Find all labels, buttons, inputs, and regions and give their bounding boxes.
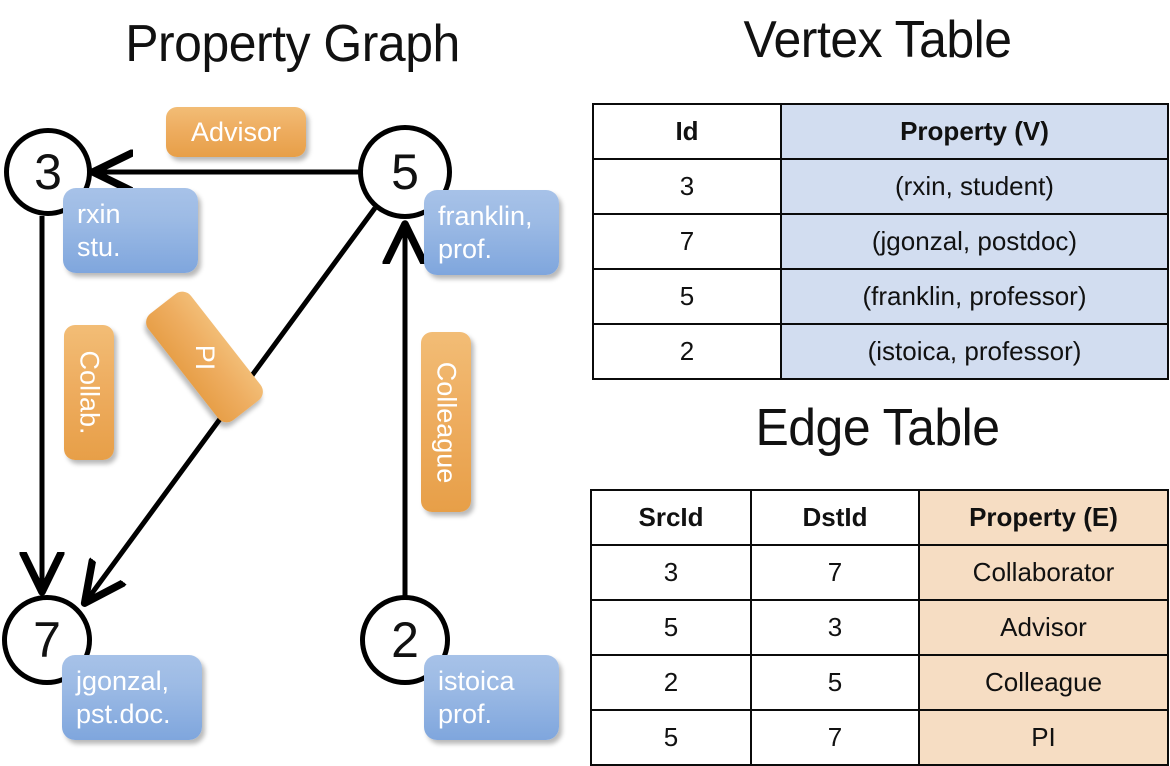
node-property-line-1: rxin	[77, 199, 121, 229]
node-property-line-2: stu.	[77, 231, 121, 262]
node-property-line-2: pst.doc.	[76, 698, 171, 729]
table-row: 2 5 Colleague	[590, 654, 1169, 711]
vertex-id-cell: 7	[592, 213, 782, 270]
edge-src-cell: 5	[590, 709, 752, 766]
edge-table-header-property: Property (E)	[918, 489, 1169, 546]
edge-property-cell: Advisor	[918, 599, 1169, 656]
vertex-table: Id Property (V) 3 (rxin, student) 7 (jgo…	[592, 103, 1169, 380]
graph-node-3-label: 3	[34, 144, 62, 200]
edge-src-cell: 2	[590, 654, 752, 711]
table-row: 3 7 Collaborator	[590, 544, 1169, 601]
vertex-id-cell: 5	[592, 268, 782, 325]
edge-property-cell: PI	[918, 709, 1169, 766]
edge-dst-cell: 3	[750, 599, 920, 656]
graph-node-7-label: 7	[33, 612, 61, 668]
graph-node-7[interactable]: 7	[2, 595, 92, 685]
edge-table-header-dstid: DstId	[750, 489, 920, 546]
graph-node-3[interactable]: 3	[4, 128, 92, 216]
node-property-line-1: istoica	[438, 666, 515, 696]
vertex-id-cell: 2	[592, 323, 782, 380]
graph-node-5[interactable]: 5	[358, 125, 452, 219]
node-property-box-7: jgonzal, pst.doc.	[62, 655, 202, 740]
edge-label-advisor: Advisor	[166, 107, 306, 157]
node-property-box-2: istoica prof.	[424, 655, 559, 740]
edge-label-advisor-text: Advisor	[190, 116, 282, 147]
edge-property-cell: Collaborator	[918, 544, 1169, 601]
node-property-box-3: rxin stu.	[63, 188, 198, 273]
table-row: 5 7 PI	[590, 709, 1169, 766]
edge-label-colleague-text: Colleague	[431, 361, 462, 483]
node-property-line-2: prof.	[438, 233, 493, 264]
vertex-id-cell: 3	[592, 158, 782, 215]
table-row: 5 (franklin, professor)	[592, 268, 1169, 325]
edge-dst-cell: 7	[750, 709, 920, 766]
edge-src-cell: 5	[590, 599, 752, 656]
node-property-line-1: jgonzal,	[76, 666, 170, 696]
edge-table-header-row: SrcId DstId Property (E)	[590, 489, 1169, 546]
table-row: 7 (jgonzal, postdoc)	[592, 213, 1169, 270]
edge-src-cell: 3	[590, 544, 752, 601]
edge-label-pi-text: PI	[189, 344, 220, 370]
graph-node-2-label: 2	[391, 612, 419, 668]
table-row: 5 3 Advisor	[590, 599, 1169, 656]
edge-label-colleague: Colleague	[421, 332, 471, 512]
vertex-table-header-row: Id Property (V)	[592, 103, 1169, 160]
edge-label-collab: Collab.	[64, 325, 114, 460]
edge-dst-cell: 5	[750, 654, 920, 711]
table-row: 2 (istoica, professor)	[592, 323, 1169, 380]
page-title-property-graph: Property Graph	[125, 15, 460, 73]
property-graph-diagram: 3 5 7 2 rxin stu. franklin, prof. jgonza…	[0, 0, 585, 760]
node-property-line-2: prof.	[438, 698, 493, 729]
page-title-vertex-table: Vertex Table	[743, 11, 1012, 69]
page-title-edge-table: Edge Table	[755, 399, 1000, 457]
edge-dst-cell: 7	[750, 544, 920, 601]
table-row: 3 (rxin, student)	[592, 158, 1169, 215]
edge-property-cell: Colleague	[918, 654, 1169, 711]
graph-node-5-label: 5	[391, 144, 419, 200]
vertex-property-cell: (jgonzal, postdoc)	[780, 213, 1169, 270]
vertex-table-header-property: Property (V)	[780, 103, 1169, 160]
edge-label-collab-text: Collab.	[74, 350, 105, 435]
vertex-property-cell: (istoica, professor)	[780, 323, 1169, 380]
edge-table: SrcId DstId Property (E) 3 7 Collaborato…	[590, 489, 1169, 766]
graph-node-2[interactable]: 2	[360, 595, 450, 685]
node-property-line-1: franklin,	[438, 201, 533, 231]
vertex-property-cell: (rxin, student)	[780, 158, 1169, 215]
edge-table-header-srcid: SrcId	[590, 489, 752, 546]
vertex-table-header-id: Id	[592, 103, 782, 160]
node-property-box-5: franklin, prof.	[424, 190, 559, 275]
vertex-property-cell: (franklin, professor)	[780, 268, 1169, 325]
